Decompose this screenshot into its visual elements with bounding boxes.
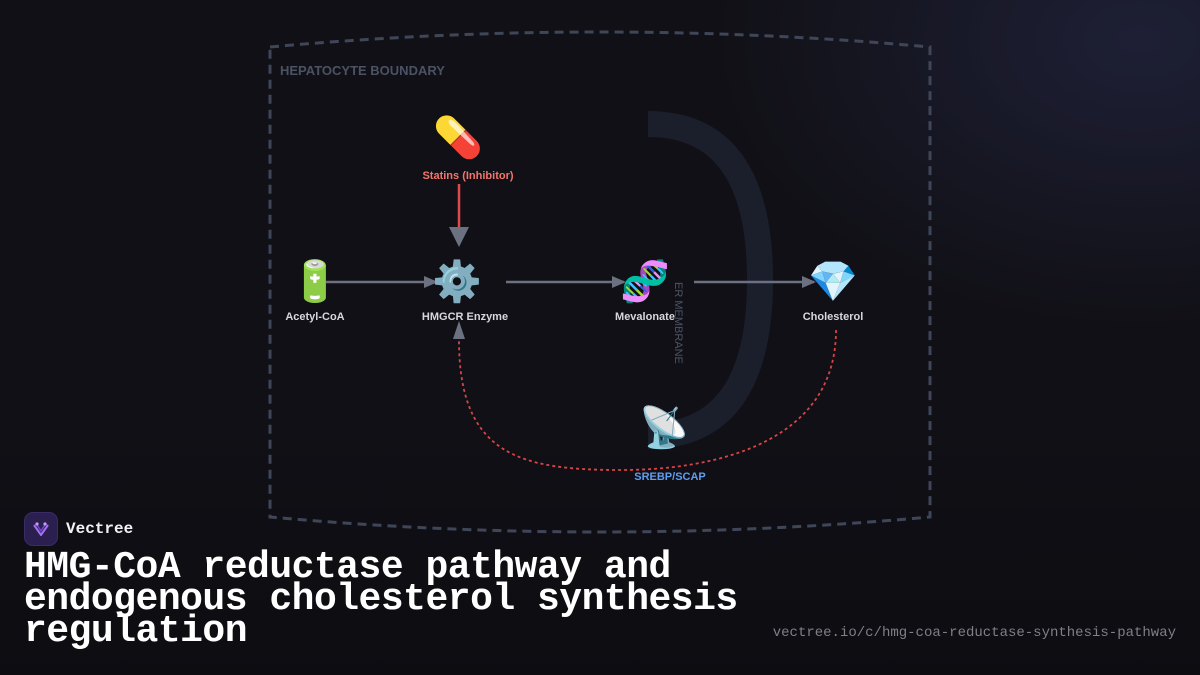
- vectree-logo-icon: [24, 512, 58, 546]
- statins-label: Statins (Inhibitor): [422, 170, 513, 182]
- hepatocyte-boundary: [268, 30, 932, 534]
- gear-icon: ⚙️: [432, 258, 482, 305]
- brand: Vectree: [24, 512, 133, 546]
- srebp-scap-label: SREBP/SCAP: [634, 471, 706, 483]
- mevalonate-label: Mevalonate: [615, 311, 675, 323]
- acetyl-coa-label: Acetyl-CoA: [285, 311, 344, 323]
- gem-icon: 💎: [808, 259, 858, 305]
- feedback-loop: [458, 329, 837, 471]
- er-membrane-label: ER MEMBRANE: [672, 282, 684, 364]
- pill-icon: 💊: [433, 113, 483, 161]
- page-title: HMG-CoA reductase pathway and endogenous…: [24, 546, 738, 653]
- boundary-label: HEPATOCYTE BOUNDARY: [280, 63, 445, 78]
- battery-icon: 🔋: [290, 258, 340, 305]
- feedback-arrowhead: [453, 321, 465, 339]
- er-membrane-shape: [647, 111, 774, 449]
- brand-name: Vectree: [66, 520, 134, 538]
- satellite-antenna-icon: 📡: [639, 402, 689, 451]
- cholesterol-label: Cholesterol: [803, 311, 864, 323]
- source-url[interactable]: vectree.io/c/hmg-coa-reductase-synthesis…: [772, 625, 1176, 641]
- hmgcr-enzyme-label: HMGCR Enzyme: [422, 311, 508, 323]
- statin-inhibition-arrowhead: [449, 227, 469, 247]
- dna-icon: 🧬: [620, 257, 670, 305]
